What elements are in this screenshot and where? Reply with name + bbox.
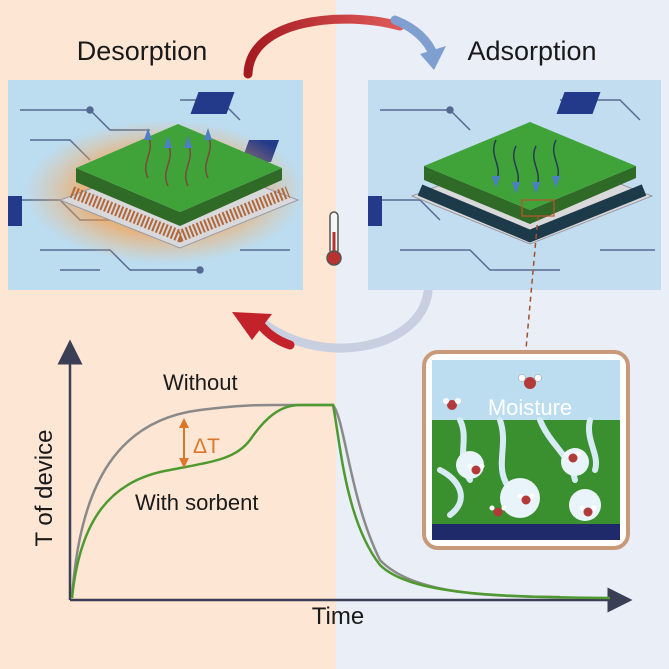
- desorption-title: Desorption: [77, 36, 208, 66]
- zoom-link: [524, 215, 539, 361]
- y-axis-label: T of device: [31, 430, 58, 547]
- adsorption-title: Adsorption: [467, 36, 596, 66]
- desorption-panel: [8, 80, 305, 290]
- adsorption-panel: [368, 80, 661, 290]
- cycle-arrow-top: [243, 14, 446, 79]
- chip-pins: [69, 186, 291, 243]
- curve-with-sorbent: [70, 403, 611, 600]
- cycle-arrow-bottom: [232, 287, 433, 353]
- x-axis-label: Time: [312, 603, 364, 630]
- delta-t-marker: [179, 418, 189, 468]
- moisture-label: Moisture: [488, 395, 572, 420]
- water-molecule-icon: [443, 374, 597, 517]
- with-sorbent-label: With sorbent: [135, 490, 259, 515]
- thermometer-icon: [326, 211, 342, 266]
- moisture-inset: Moisture: [422, 350, 630, 550]
- delta-t-label: ΔT: [193, 435, 220, 458]
- vapor-arrow-icon: [144, 128, 212, 148]
- chip-side: [76, 168, 282, 226]
- without-label: Without: [163, 370, 238, 395]
- chip-top: [76, 124, 282, 212]
